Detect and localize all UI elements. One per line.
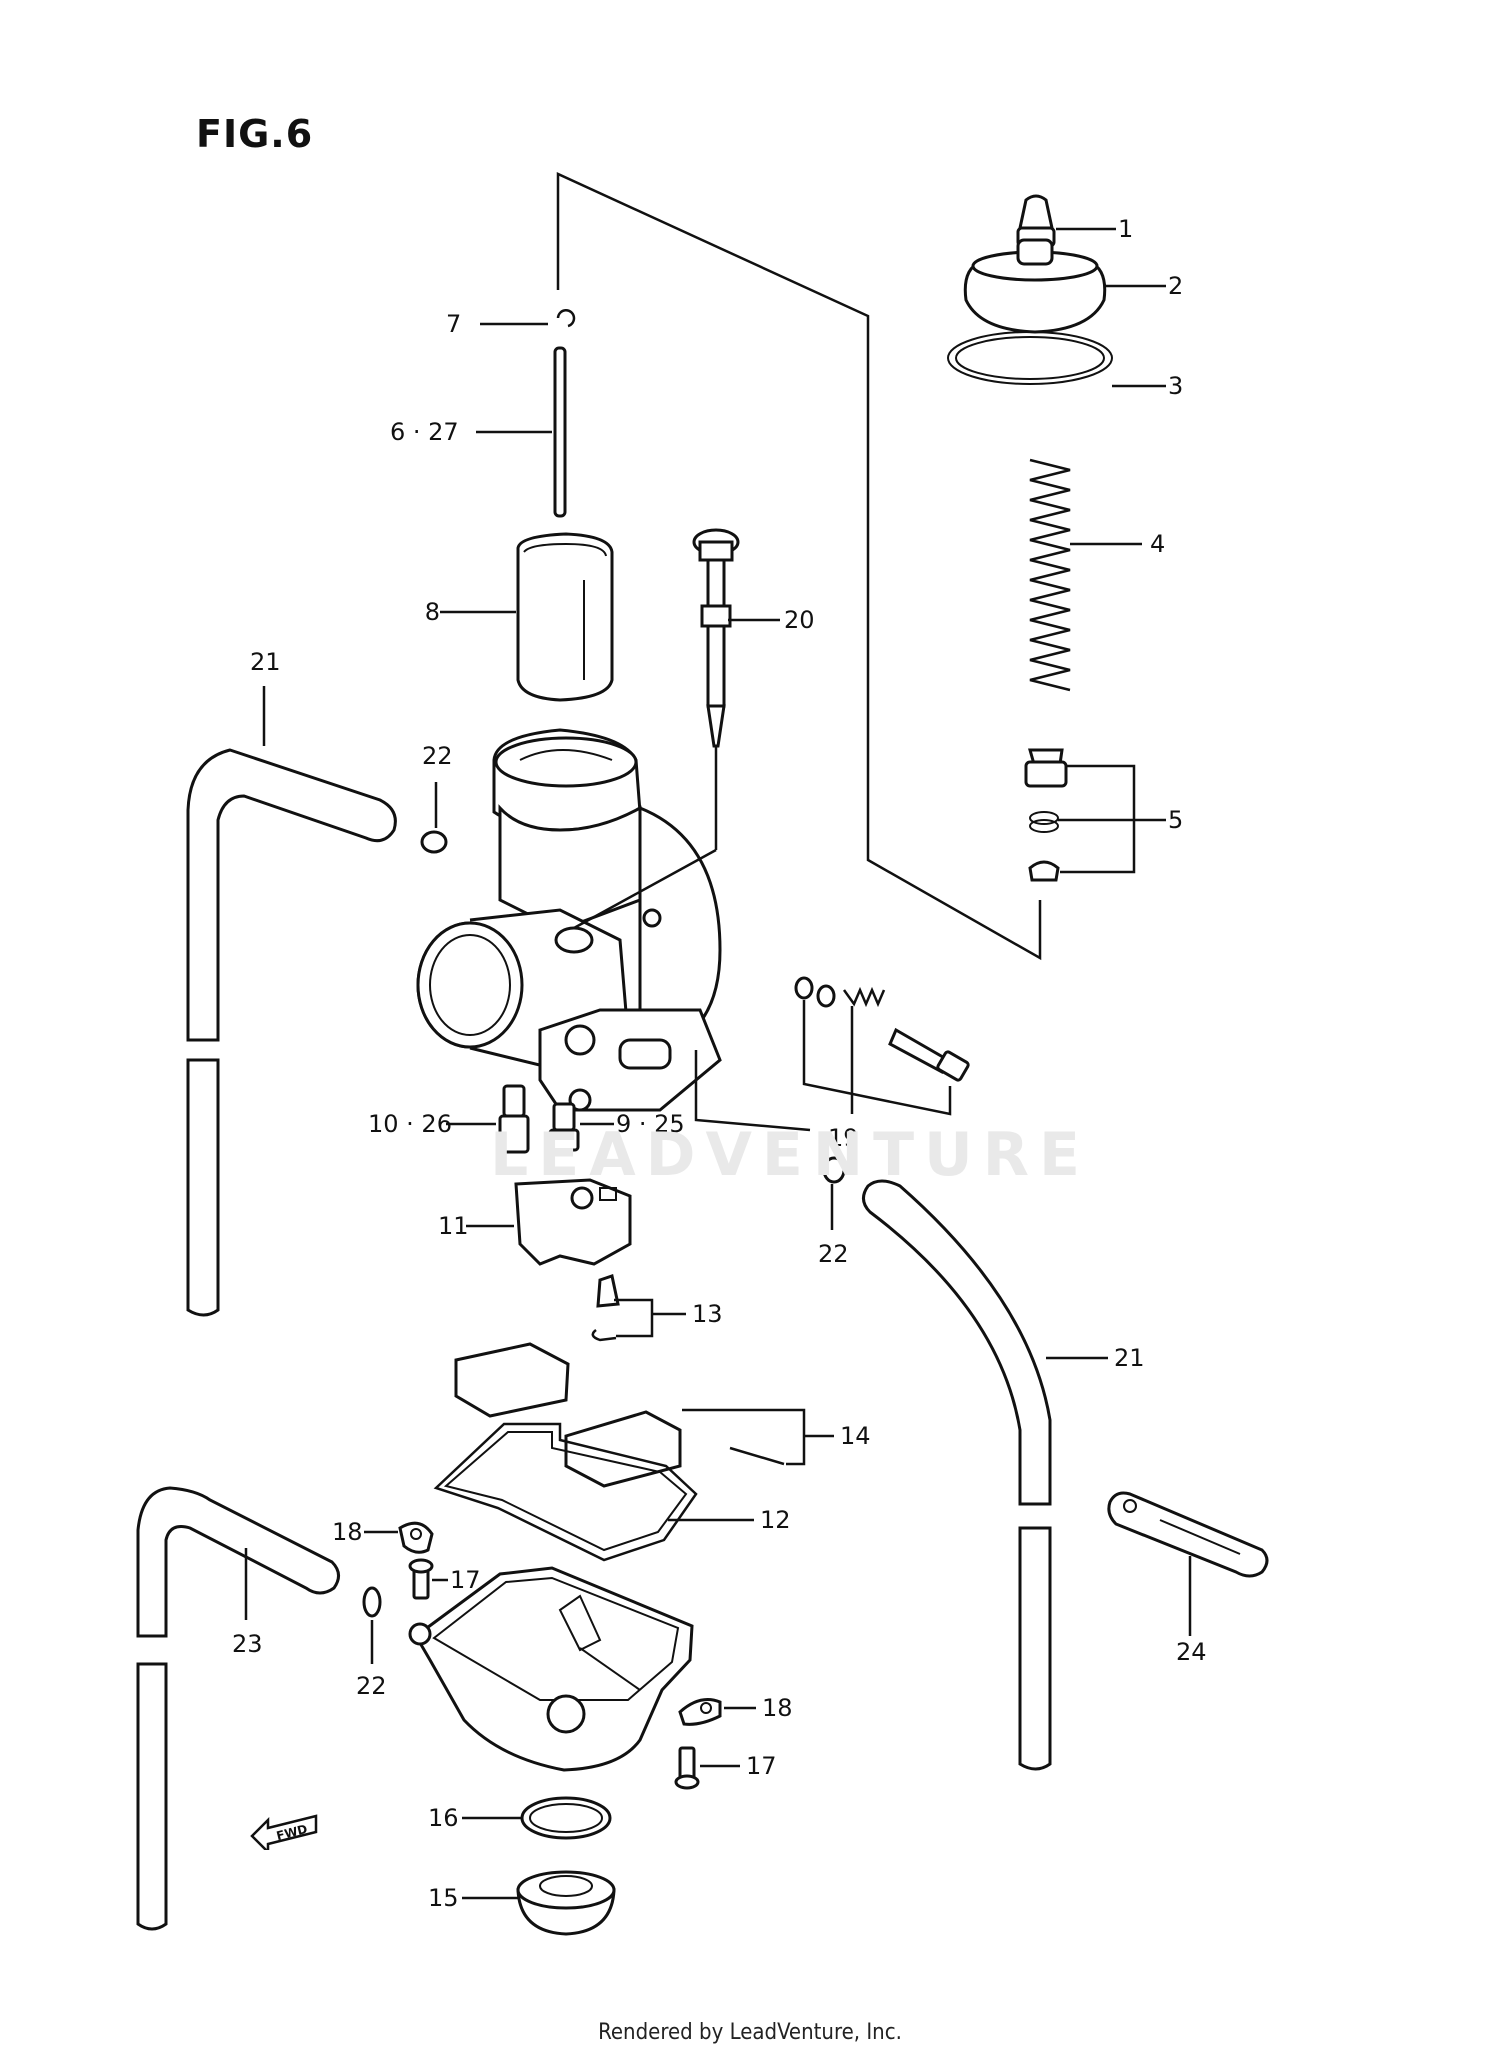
- part-10-26-main-jet: 10 · 26: [368, 1084, 530, 1154]
- part-9-25-pilot-jet: 9 · 25: [548, 1102, 685, 1152]
- part-11-float: 11: [438, 1178, 632, 1266]
- svg-text:22: 22: [422, 742, 453, 770]
- part-4-throttle-spring: 4: [1029, 458, 1165, 692]
- part-21-overflow-hose-right: 21: [862, 1179, 1145, 1771]
- part-15-drain-plug: 15: [428, 1870, 616, 1936]
- part-8-throttle-valve: 8: [425, 532, 614, 702]
- svg-text:11: 11: [438, 1212, 469, 1240]
- part-14-float-set: 14: [454, 1342, 871, 1488]
- svg-text:17: 17: [746, 1752, 777, 1780]
- part-19-air-screw-set: 19: [794, 976, 970, 1152]
- svg-text:23: 23: [232, 1630, 263, 1658]
- figure-title: FIG.6: [196, 112, 314, 156]
- part-18-clamp-plate-upper: 18: [332, 1518, 434, 1554]
- footer-credit: Rendered by LeadVenture, Inc.: [598, 2020, 902, 2045]
- forward-direction-badge: FWD: [250, 1810, 320, 1856]
- part-16-o-ring: 16: [428, 1796, 612, 1840]
- svg-text:12: 12: [760, 1506, 791, 1534]
- svg-text:6 · 27: 6 · 27: [390, 418, 459, 446]
- part-12-float-chamber-gasket: 12: [433, 1422, 791, 1562]
- watermark: LEADVENTURE: [490, 1120, 1090, 1190]
- part-22-hose-clip-right: 22: [818, 1156, 849, 1268]
- svg-text:18: 18: [762, 1694, 793, 1722]
- svg-text:19: 19: [828, 1124, 859, 1152]
- float-chamber-bowl: [408, 1566, 694, 1772]
- svg-text:21: 21: [250, 648, 281, 676]
- svg-text:9 · 25: 9 · 25: [616, 1110, 685, 1138]
- part-13-needle-valve: 13: [591, 1274, 723, 1342]
- part-6-27-jet-needle: 6 · 27: [390, 346, 567, 518]
- svg-text:17: 17: [450, 1566, 481, 1594]
- carburetor-body: [416, 728, 811, 1132]
- svg-text:21: 21: [1114, 1344, 1145, 1372]
- part-17-screw-upper: 17: [408, 1558, 481, 1600]
- svg-text:10 · 26: 10 · 26: [368, 1110, 452, 1138]
- svg-text:1: 1: [1118, 215, 1133, 243]
- svg-text:3: 3: [1168, 372, 1183, 400]
- svg-text:22: 22: [356, 1672, 387, 1700]
- svg-text:4: 4: [1150, 530, 1165, 558]
- svg-text:8: 8: [425, 598, 440, 626]
- part-7-needle-clip: 7: [446, 309, 576, 338]
- svg-text:15: 15: [428, 1884, 459, 1912]
- part-22-hose-clip-upper: 22: [420, 742, 453, 854]
- part-18-clamp-plate-lower: 18: [678, 1694, 793, 1726]
- part-24-hose-band: 24: [1107, 1491, 1269, 1666]
- part-2-top-cap: 2: [963, 238, 1183, 334]
- svg-text:5: 5: [1168, 806, 1183, 834]
- part-21-overflow-hose-left: 21: [186, 648, 397, 1317]
- svg-text:16: 16: [428, 1804, 459, 1832]
- svg-text:14: 14: [840, 1422, 871, 1450]
- svg-text:7: 7: [446, 310, 461, 338]
- svg-text:2: 2: [1168, 272, 1183, 300]
- part-17-screw-lower: 17: [674, 1746, 777, 1790]
- assembly-guide-line: [556, 172, 1042, 961]
- svg-text:22: 22: [818, 1240, 849, 1268]
- part-3-cap-gasket: 3: [947, 331, 1183, 400]
- svg-text:13: 13: [692, 1300, 723, 1328]
- part-22-hose-clip-lower: 22: [356, 1586, 387, 1700]
- part-20-throttle-stop-screw: 20: [692, 528, 815, 810]
- part-23-vent-hose: 23: [136, 1486, 340, 1931]
- svg-text:18: 18: [332, 1518, 363, 1546]
- svg-text:20: 20: [784, 606, 815, 634]
- svg-text:24: 24: [1176, 1638, 1207, 1666]
- part-5-needle-holder-set: 5: [1024, 748, 1183, 882]
